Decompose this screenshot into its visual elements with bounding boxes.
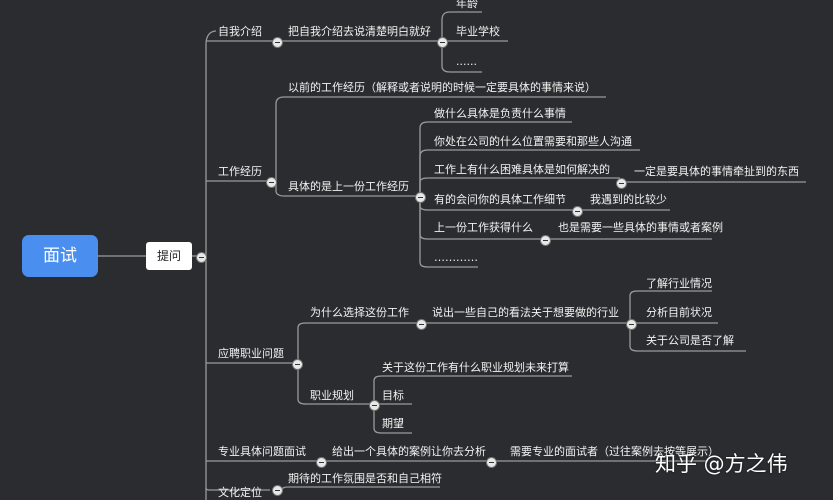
self-intro-item-age[interactable]: 年龄 [456, 0, 478, 10]
work-item-gain[interactable]: 上一份工作获得什么 [434, 221, 533, 234]
job-why-detail[interactable]: 说出一些自己的看法关于想要做的行业 [432, 306, 619, 319]
job-why-company[interactable]: 关于公司是否了解 [646, 334, 734, 347]
collapse-toggle-icon[interactable] [272, 485, 283, 496]
collapse-toggle-icon[interactable] [572, 206, 583, 217]
collapse-toggle-icon[interactable] [486, 457, 497, 468]
job-why-status[interactable]: 分析目前状况 [646, 306, 712, 319]
collapse-toggle-icon[interactable] [316, 457, 327, 468]
watermark: 知乎 @方之伟 [655, 452, 788, 476]
work-last-job[interactable]: 具体的是上一份工作经历 [288, 180, 409, 193]
branch-culture[interactable]: 文化定位 [218, 486, 262, 499]
collapse-toggle-icon[interactable] [415, 192, 426, 203]
collapse-toggle-icon[interactable] [540, 235, 551, 246]
collapse-toggle-icon[interactable] [437, 37, 448, 48]
job-plan[interactable]: 职业规划 [310, 389, 354, 402]
work-item-position[interactable]: 你处在公司的什么位置需要和那些人沟通 [434, 135, 632, 148]
self-intro-item-school[interactable]: 毕业学校 [456, 25, 500, 38]
collapse-toggle-icon[interactable] [266, 177, 277, 188]
branch-work[interactable]: 工作经历 [218, 165, 262, 178]
work-item-duty[interactable]: 做什么具体是负责什么事情 [434, 107, 566, 120]
job-plan-expect[interactable]: 期望 [382, 417, 404, 430]
work-note-concrete[interactable]: 一定是要具体的事情牵扯到的东西 [634, 165, 799, 178]
collapse-toggle-icon[interactable] [292, 359, 303, 370]
branch-pro[interactable]: 专业具体问题面试 [218, 445, 306, 458]
collapse-toggle-icon[interactable] [196, 252, 207, 263]
work-item-more[interactable]: ………… [434, 251, 478, 264]
pro-note[interactable]: 需要专业的面试者（过往案例去按等展示） [510, 445, 719, 458]
self-intro-item-more[interactable]: ...... [456, 55, 477, 68]
work-item-details[interactable]: 有的会问你的具体工作细节 [434, 193, 566, 206]
collapse-toggle-icon[interactable] [616, 178, 627, 189]
collapse-toggle-icon[interactable] [626, 319, 637, 330]
root-node[interactable]: 面试 [22, 235, 98, 277]
job-plan-goal[interactable]: 目标 [382, 389, 404, 402]
work-item-difficulty[interactable]: 工作上有什么困难具体是如何解决的 [434, 163, 610, 176]
work-past[interactable]: 以前的工作经历（解释或者说明的时候一定要具体的事情来说） [288, 81, 596, 94]
self-intro-detail[interactable]: 把自我介绍去说清楚明白就好 [288, 25, 431, 38]
job-why-industry[interactable]: 了解行业情况 [646, 277, 712, 290]
work-note-case[interactable]: 也是需要一些具体的事情或者案例 [558, 221, 723, 234]
job-plan-future[interactable]: 关于这份工作有什么职业规划未来打算 [382, 361, 569, 374]
collapse-toggle-icon[interactable] [416, 319, 427, 330]
pro-detail[interactable]: 给出一个具体的案例让你去分析 [332, 445, 486, 458]
culture-detail[interactable]: 期待的工作氛围是否和自己相符 [288, 472, 442, 485]
collapse-toggle-icon[interactable] [272, 37, 283, 48]
collapse-toggle-icon[interactable] [369, 400, 380, 411]
branch-job[interactable]: 应聘职业问题 [218, 347, 284, 360]
work-note-rare[interactable]: 我遇到的比较少 [590, 193, 667, 206]
branch-self-intro[interactable]: 自我介绍 [218, 25, 262, 38]
job-why[interactable]: 为什么选择这份工作 [310, 306, 409, 319]
ask-node[interactable]: 提问 [146, 242, 192, 270]
